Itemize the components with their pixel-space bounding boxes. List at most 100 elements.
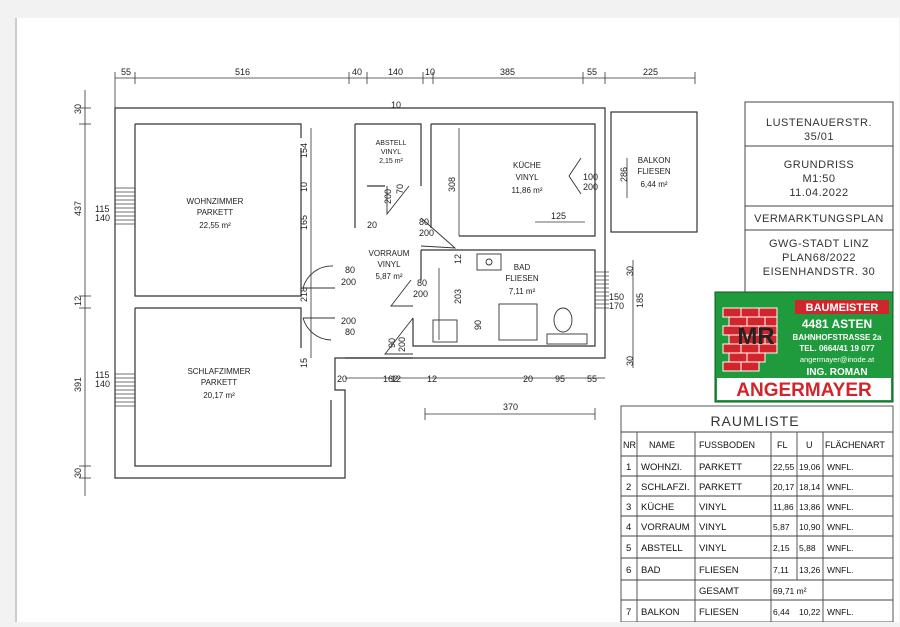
table-cell: 4 (626, 522, 631, 533)
dim-inner-7: 286 (619, 167, 629, 182)
dim-window-3b: 170 (609, 301, 624, 311)
dim-top-8: 225 (643, 67, 658, 77)
dim-bottom-3: 12 (427, 374, 437, 384)
table-cell: 10,22 (799, 607, 821, 617)
door-storage (386, 185, 410, 216)
table-cell: 2 (626, 482, 631, 493)
room-storage-area: 2,15 m² (379, 158, 403, 165)
table-cell: WNFL. (827, 502, 853, 512)
dim-inner-22: 90 (387, 338, 397, 348)
toilet (553, 307, 573, 333)
table-cell: 5,88 (799, 543, 816, 553)
room-bath-floor: FLIESEN (505, 274, 539, 283)
room-bath-area: 7,11 m² (509, 287, 536, 296)
table-cell: VORRAUM (641, 522, 690, 533)
table-cell: 18,14 (799, 482, 821, 492)
shower (498, 303, 538, 341)
dim-inner-1: 154 (299, 143, 309, 158)
dim-left-3: 12 (73, 296, 83, 306)
sink-drain (485, 258, 493, 266)
room-balcony-area: 6,44 m² (640, 180, 667, 189)
table-cell: 5 (626, 543, 631, 554)
window-living (115, 187, 135, 225)
room-hall-floor: VINYL (377, 260, 401, 269)
table-cell: 22,55 (773, 462, 795, 472)
table-cell: KÜCHE (641, 502, 674, 513)
kitchen-walls (430, 123, 596, 237)
table-cell: WNFL. (827, 522, 853, 532)
dim-top-3: 40 (352, 67, 362, 77)
room-living-floor: PARKETT (197, 208, 233, 217)
col-header-nr: NR (623, 440, 636, 450)
logo-title-bar (795, 300, 889, 314)
table-cell: FLIESEN (699, 607, 739, 618)
dim-inner-16: 80 (417, 278, 427, 288)
table-cell: 3 (626, 502, 631, 513)
bath-radiator (546, 333, 588, 345)
logo-name: ANGERMAYER (736, 380, 872, 401)
dim-left-4: 391 (73, 377, 83, 392)
dim-bottom-5: 95 (555, 374, 565, 384)
table-cell: WNFL. (827, 565, 853, 575)
dimension-lines (79, 72, 696, 496)
sink (476, 253, 502, 271)
dim-inner-10: 200 (583, 182, 598, 192)
table-cell: WNFL. (827, 462, 853, 472)
table-cell: VINYL (699, 502, 726, 513)
window-bedroom (115, 373, 135, 407)
doors (302, 157, 582, 355)
logo-line5: ING. ROMAN (806, 367, 867, 378)
door-entry (384, 317, 414, 355)
room-list-text: RAUMLISTE NR NAME FUSSBODEN FL U FLÄCHEN… (623, 413, 885, 618)
wall-between-rooms (135, 307, 302, 318)
washing-machine (432, 319, 458, 343)
dim-inner-13: 20 (367, 220, 377, 230)
bath-walls (412, 249, 596, 347)
title-block: LUSTENAUERSTR. 35/01 GRUNDRISS M1:50 11.… (744, 101, 894, 293)
room-bedroom-name: SCHLAFZIMMER (187, 367, 250, 376)
dim-window-3a: 150 (609, 292, 624, 302)
table-cell: 13,86 (799, 502, 821, 512)
table-cell: VINYL (699, 522, 726, 533)
room-storage-floor: VINYL (381, 149, 401, 156)
table-cell: BALKON (641, 607, 680, 618)
title-scale: M1:50 (802, 173, 835, 185)
dim-inner-17: 200 (413, 289, 428, 299)
dim-top-5: 10 (425, 67, 435, 77)
door-kitchen (420, 217, 457, 249)
dimension-labels: 55 516 40 140 10 385 55 225 30 437 12 39… (73, 67, 658, 478)
storage-walls (354, 123, 422, 228)
dim-left-1: 30 (73, 104, 83, 114)
dim-inner-9: 100 (583, 172, 598, 182)
dim-inner-19: 200 (341, 277, 356, 287)
room-bedroom-area: 20,17 m² (203, 391, 235, 400)
logo-mark: MR (737, 323, 774, 350)
title-plan-type: GRUNDRISS (784, 159, 855, 171)
col-header-u: U (806, 440, 813, 450)
col-header-fl: FL (777, 440, 788, 450)
room-hall-area: 5,87 m² (375, 272, 402, 281)
dim-left-2: 437 (73, 201, 83, 216)
dim-inner-28: 185 (635, 293, 645, 308)
dim-bottom-1: 20 (337, 374, 347, 384)
dim-inner-3: 165 (299, 215, 309, 230)
dim-left-5: 30 (73, 468, 83, 478)
dim-inner-25: 203 (453, 289, 463, 304)
dim-window-1a: 115 (95, 204, 109, 214)
windows (115, 187, 609, 407)
table-cell: 5,87 (773, 522, 790, 532)
door-bath (390, 279, 413, 307)
col-header-name: NAME (649, 440, 675, 450)
dim-window-2b: 140 (95, 379, 110, 389)
dim-top-6: 385 (500, 67, 515, 77)
table-cell: 7,11 (773, 565, 789, 575)
table-cell: WNFL. (827, 607, 853, 617)
logo-title: BAUMEISTER (806, 302, 879, 314)
table-cell: WNFL. (827, 482, 853, 492)
dim-bottom-4: 20 (523, 374, 533, 384)
dim-bottom-total: 370 (503, 402, 518, 412)
logo-name-bar (717, 378, 891, 400)
table-cell: 11,86 (773, 502, 794, 512)
table-cell: BAD (641, 565, 661, 576)
room-kitchen-area: 11,86 m² (512, 186, 543, 195)
